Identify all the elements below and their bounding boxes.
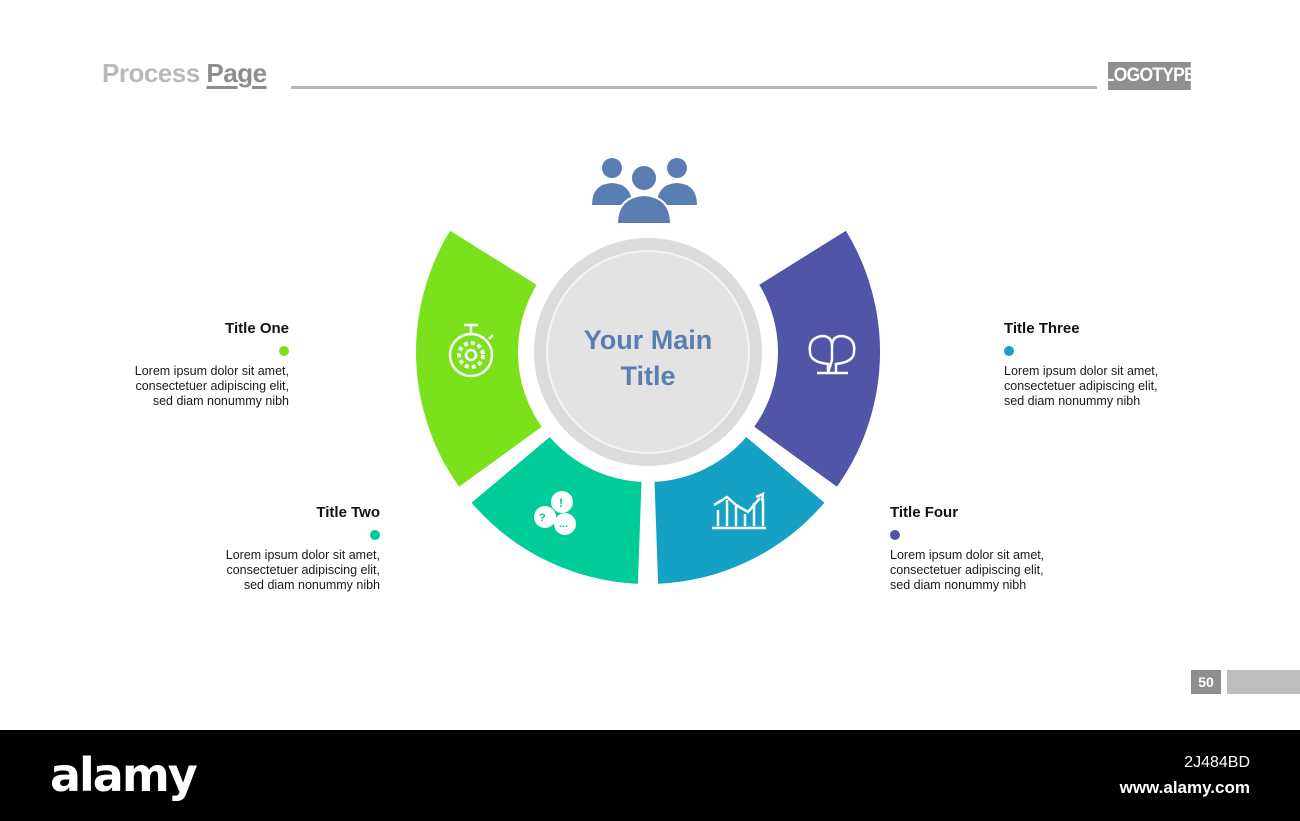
segment-two-text: Title Two Lorem ipsum dolor sit amet, co… [190,504,380,593]
page-title: Process Page [102,58,267,89]
footer-brand: alamy [50,748,198,802]
segment-four-dot [890,530,900,540]
segment-one-title: Title One [225,320,289,337]
segment-three-title: Title Three [1004,320,1080,337]
speech-bubbles-icon: ! ? ... [534,491,576,535]
stopwatch-gear-icon [448,323,494,378]
cycle-diagram: ! ? ... [412,158,884,588]
bar-chart-growth-icon [712,491,766,530]
segment-one-text: Title One Lorem ipsum dolor sit amet, co… [99,320,289,409]
segment-three-dot [1004,346,1014,356]
segment-three-arc [749,225,884,492]
people-group-icon [592,158,697,225]
segment-two-description: Lorem ipsum dolor sit amet, consectetuer… [225,548,380,592]
header-divider [291,86,1097,89]
segment-two-title: Title Two [316,504,380,521]
svg-text:...: ... [559,518,568,530]
segment-four-description: Lorem ipsum dolor sit amet, consectetuer… [890,548,1045,592]
center-circle [546,250,750,454]
segment-four-arc [650,432,830,588]
segment-one-description: Lorem ipsum dolor sit amet, consectetuer… [134,364,289,408]
svg-text:?: ? [539,512,546,524]
footer-url: www.alamy.com [1119,778,1250,797]
segment-four-title: Title Four [890,504,959,521]
footer-image-id: 2J484BD [1184,754,1250,771]
segment-one-arc [412,225,547,492]
svg-text:!: ! [559,496,563,510]
page-number-bar [1227,670,1300,694]
page-number: 50 [1191,670,1221,694]
watermark-footer: alamy 2J484BD www.alamy.com [0,730,1300,821]
page-title-light: Process [102,58,207,88]
segment-three-text: Title Three Lorem ipsum dolor sit amet, … [1004,320,1194,409]
main-title: Your Main Title [583,325,713,391]
heads-icon [808,334,856,375]
slide: Process Page LOGOTYPE [99,58,1300,694]
logotype: LOGOTYPE [1104,62,1196,90]
segment-three-description: Lorem ipsum dolor sit amet, consectetuer… [1004,364,1159,408]
segment-two-dot [370,530,380,540]
segment-one-dot [279,346,289,356]
page-title-strong: Page [206,58,267,88]
segment-four-text: Title Four Lorem ipsum dolor sit amet, c… [890,504,1080,593]
